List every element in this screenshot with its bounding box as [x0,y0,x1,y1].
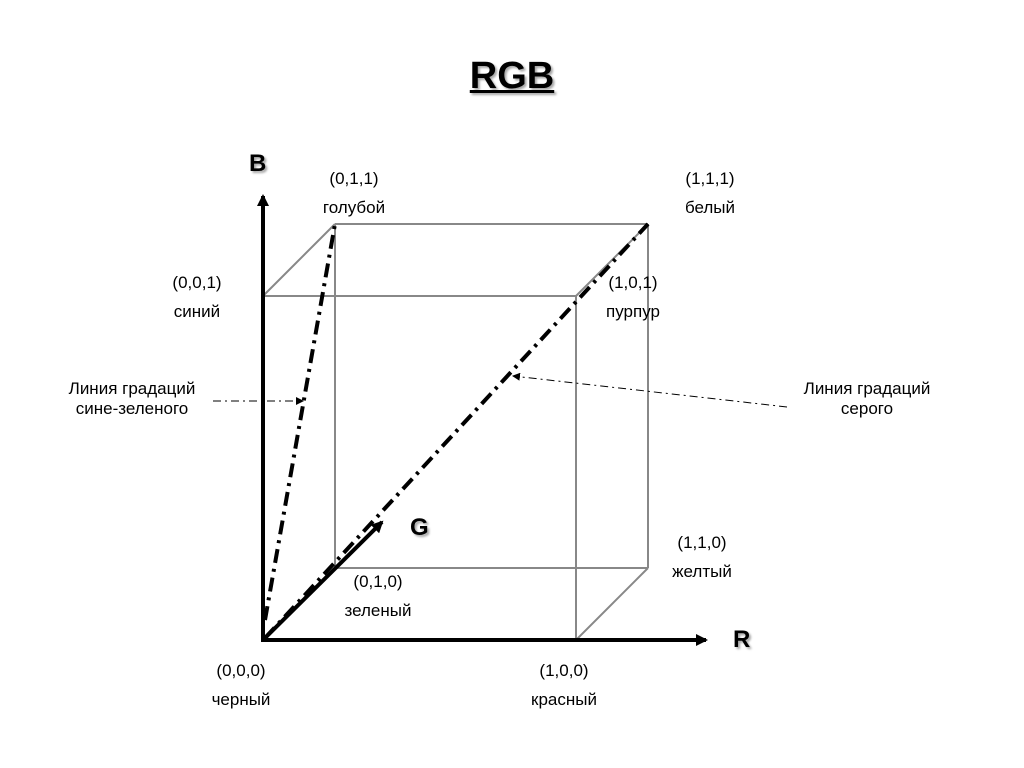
vertex-green-name: зеленый [344,601,412,620]
cube-edges [262,223,649,641]
vertex-yellow-coords: (1,1,0) [677,533,727,552]
vertex-red-name: красный [531,690,597,709]
vertex-cyan: (0,1,1) голубой [294,169,414,218]
vertex-cyan-name: голубой [322,198,386,217]
vertex-green-coords: (0,1,0) [353,572,403,591]
vertex-red-coords: (1,0,0) [539,661,589,680]
vertex-white-coords: (1,1,1) [685,169,735,188]
vertex-white: (1,1,1) белый [650,169,770,218]
vertex-magenta-coords: (1,0,1) [608,273,658,292]
vertex-cyan-coords: (0,1,1) [329,169,379,188]
vertex-green: (0,1,0) зеленый [318,572,438,621]
b-axis-label: B [249,150,267,177]
vertex-red: (1,0,0) красный [504,661,624,710]
edge-red-yellow [575,567,649,641]
blue-green-gradient-line [263,223,337,621]
vertex-yellow: (1,1,0) желтый [642,533,762,582]
vertex-black: (0,0,0) черный [181,661,301,710]
gray-gradient-annotation: Линия градаций серого [782,379,952,419]
vertex-yellow-name: желтый [672,562,732,581]
gray-gradient-line [263,222,650,640]
blue-green-annotation-line2: сине-зеленого [75,399,189,418]
gray-annotation-line1: Линия градаций [803,379,931,398]
vertex-magenta: (1,0,1) пурпур [573,273,693,322]
gray-annotation-line2: серого [840,399,894,418]
vertex-black-coords: (0,0,0) [216,661,266,680]
blue-green-gradient-annotation: Линия градаций сине-зеленого [47,379,217,419]
blue-green-annotation-line1: Линия градаций [68,379,196,398]
vertex-white-name: белый [684,198,736,217]
g-axis [261,520,384,642]
gray-pointer [512,372,788,408]
vertex-blue-coords: (0,0,1) [172,273,222,292]
edge-blue-cyan [262,223,336,297]
g-axis-label: G [410,514,429,541]
vertex-blue: (0,0,1) синий [137,273,257,322]
r-axis-label: R [733,626,751,653]
page-title: RGB [469,55,555,97]
vertex-black-name: черный [211,690,271,709]
vertex-magenta-name: пурпур [606,302,660,321]
vertex-blue-name: синий [173,302,221,321]
